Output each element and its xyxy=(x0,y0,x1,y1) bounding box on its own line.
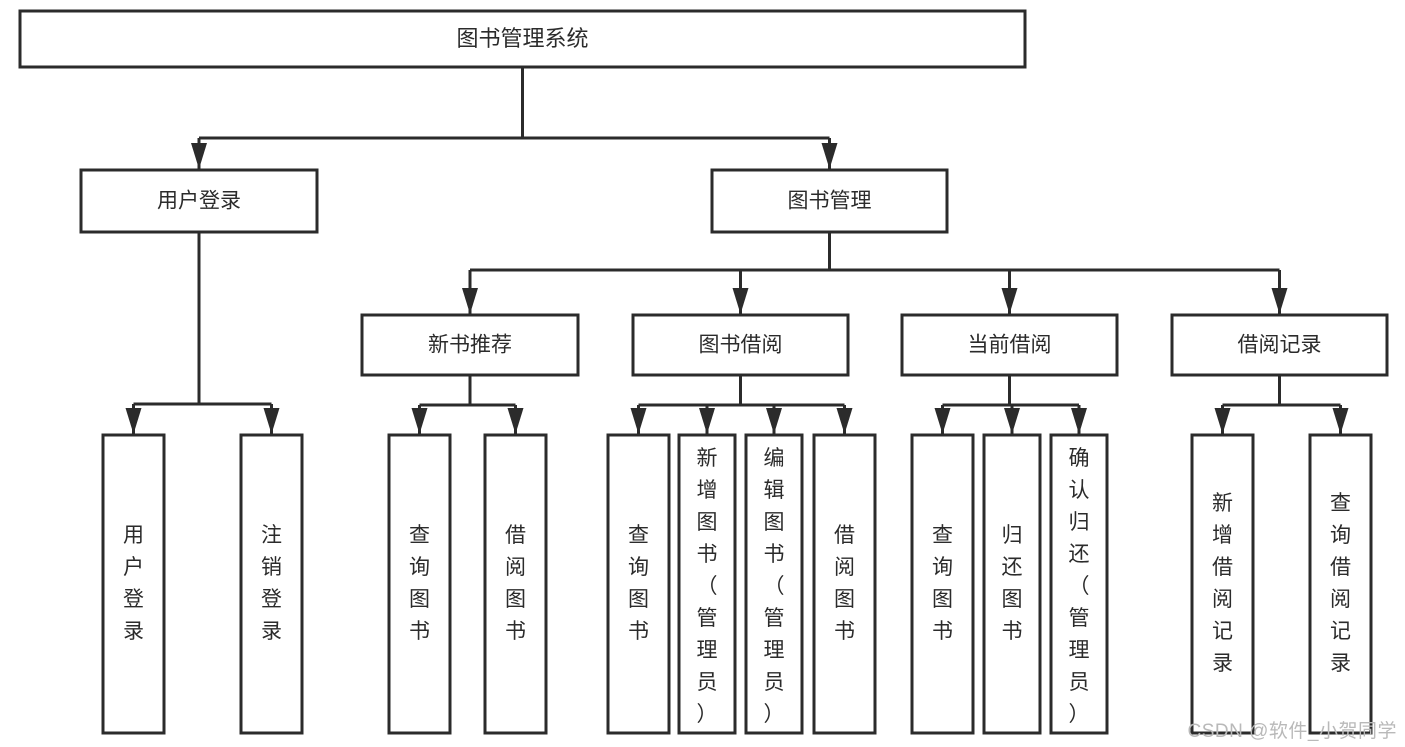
node-label: 新书推荐 xyxy=(428,334,512,357)
node-box xyxy=(18,9,1027,69)
node-user-login[interactable]: 用户登录 xyxy=(79,168,319,234)
node-label: 确认归还（管理员） xyxy=(1069,447,1090,726)
node-box xyxy=(1190,433,1255,735)
node-book-borrow[interactable]: 图书借阅 xyxy=(631,313,850,377)
node-label: 用户登录 xyxy=(157,190,241,213)
node-leaf-confirm-return[interactable]: 确认归还（管理员） xyxy=(1049,433,1109,735)
node-leaf-query-book-2[interactable]: 查询图书 xyxy=(606,433,671,735)
node-leaf-add-record[interactable]: 新增借阅记录 xyxy=(1190,433,1255,735)
node-leaf-borrow-book-2[interactable]: 借阅图书 xyxy=(812,433,877,735)
node-label: 当前借阅 xyxy=(968,334,1052,357)
node-leaf-return-book[interactable]: 归还图书 xyxy=(982,433,1042,735)
node-box xyxy=(910,433,975,735)
node-leaf-query-book-3[interactable]: 查询图书 xyxy=(910,433,975,735)
node-current-borrow[interactable]: 当前借阅 xyxy=(900,313,1119,377)
node-label: 新增借阅记录 xyxy=(1212,492,1233,675)
node-box xyxy=(1049,433,1109,735)
node-box xyxy=(631,313,850,377)
node-layer: 图书管理系统用户登录图书管理新书推荐图书借阅当前借阅借阅记录用户登录注销登录查询… xyxy=(18,9,1389,735)
node-leaf-query-book-1[interactable]: 查询图书 xyxy=(387,433,452,735)
node-box xyxy=(387,433,452,735)
node-label: 借阅图书 xyxy=(505,524,526,643)
node-leaf-query-record[interactable]: 查询借阅记录 xyxy=(1308,433,1373,735)
node-leaf-borrow-book-1[interactable]: 借阅图书 xyxy=(483,433,548,735)
node-label: 图书管理系统 xyxy=(456,26,588,51)
node-book-manage[interactable]: 图书管理 xyxy=(710,168,949,234)
node-box xyxy=(744,433,804,735)
node-label: 编辑图书（管理员） xyxy=(764,447,785,726)
node-label: 图书借阅 xyxy=(699,334,783,357)
node-box xyxy=(606,433,671,735)
node-box xyxy=(677,433,737,735)
node-box xyxy=(710,168,949,234)
node-leaf-user-logout[interactable]: 注销登录 xyxy=(239,433,304,735)
node-label: 查询图书 xyxy=(932,524,953,643)
node-label: 用户登录 xyxy=(123,524,144,643)
node-box xyxy=(1308,433,1373,735)
node-label: 图书管理 xyxy=(788,190,872,213)
node-box xyxy=(239,433,304,735)
node-box xyxy=(1170,313,1389,377)
node-box xyxy=(79,168,319,234)
node-label: 查询借阅记录 xyxy=(1330,492,1351,675)
node-new-book-recommend[interactable]: 新书推荐 xyxy=(360,313,580,377)
node-label: 新增图书（管理员） xyxy=(697,447,718,726)
connector-layer xyxy=(125,67,1349,434)
node-label: 借阅记录 xyxy=(1238,334,1322,357)
node-leaf-user-login[interactable]: 用户登录 xyxy=(101,433,166,735)
node-box xyxy=(982,433,1042,735)
node-borrow-record[interactable]: 借阅记录 xyxy=(1170,313,1389,377)
node-label: 查询图书 xyxy=(628,524,649,643)
node-label: 借阅图书 xyxy=(834,524,855,643)
node-leaf-add-book[interactable]: 新增图书（管理员） xyxy=(677,433,737,735)
node-box xyxy=(900,313,1119,377)
node-leaf-edit-book[interactable]: 编辑图书（管理员） xyxy=(744,433,804,735)
node-box xyxy=(360,313,580,377)
node-label: 归还图书 xyxy=(1002,524,1023,643)
node-label: 注销登录 xyxy=(261,524,282,643)
node-box xyxy=(812,433,877,735)
node-box xyxy=(483,433,548,735)
node-label: 查询图书 xyxy=(409,524,430,643)
node-box xyxy=(101,433,166,735)
node-root[interactable]: 图书管理系统 xyxy=(18,9,1027,69)
